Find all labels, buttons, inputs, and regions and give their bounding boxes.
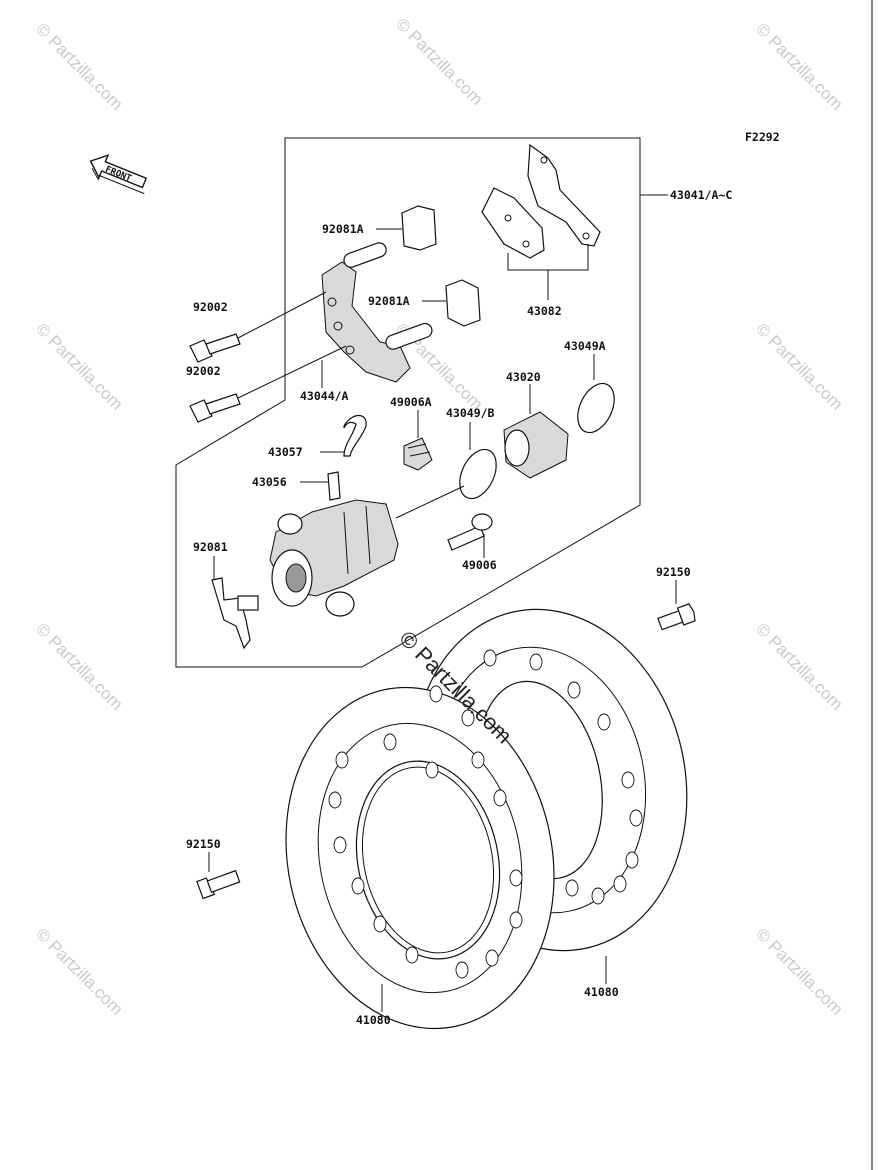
assembly-outline: [175, 137, 641, 668]
part-labels: 43041/A~C 92081A 92081A 43082 92002 9200…: [186, 188, 732, 1027]
label-43020: 43020: [506, 370, 541, 384]
pad-spring-mid: [445, 279, 481, 327]
seal-43049a: [577, 382, 615, 434]
boot-49006a: [403, 437, 433, 471]
label-43049b: 43049/B: [446, 406, 495, 420]
label-92150-left: 92150: [186, 837, 221, 851]
label-49006a: 49006A: [390, 395, 432, 409]
watermark: © Partzilla.com: [32, 19, 126, 113]
label-92150-right: 92150: [656, 565, 691, 579]
bolt-92002-lower: [189, 393, 241, 423]
label-43049a: 43049A: [564, 339, 606, 353]
piston-43020: [503, 411, 569, 479]
disc-holes: [328, 649, 643, 979]
slide-pin: [447, 513, 493, 551]
diagram-code: F2292: [745, 130, 780, 144]
pad-spring-92081: [211, 577, 259, 650]
brake-pads: [481, 143, 601, 259]
label-41080-left: 41080: [356, 1013, 391, 1027]
label-43056: 43056: [252, 475, 287, 489]
caliper-bracket: [321, 242, 433, 383]
seal-43049b: [459, 448, 497, 500]
watermark: © Partzilla.com: [752, 319, 846, 413]
front-arrow-icon: FRONT: [89, 154, 148, 195]
disc-bolt-right: [657, 603, 696, 631]
watermark: © Partzilla.com: [752, 619, 846, 713]
label-92002-b: 92002: [186, 364, 221, 378]
label-92002-a: 92002: [193, 300, 228, 314]
label-43057: 43057: [268, 445, 303, 459]
watermark: © Partzilla.com: [392, 14, 486, 108]
watermark: © Partzilla.com: [752, 19, 846, 113]
bleeder-valve: [327, 471, 341, 501]
watermark: © Partzilla.com: [752, 924, 846, 1018]
watermark: © Partzilla.com: [32, 619, 126, 713]
label-41080-right: 41080: [584, 985, 619, 999]
label-92081a-mid: 92081A: [368, 294, 410, 308]
label-92081a-top: 92081A: [322, 222, 364, 236]
bolt-92002-upper: [189, 333, 241, 363]
watermark: © Partzilla.com: [32, 924, 126, 1018]
label-43082: 43082: [527, 304, 562, 318]
watermark: © Partzilla.com: [32, 319, 126, 413]
bleeder-cap: [343, 414, 367, 457]
label-49006: 49006: [462, 558, 497, 572]
label-43041: 43041/A~C: [670, 188, 732, 202]
caliper-body: [269, 499, 399, 617]
label-43044: 43044/A: [300, 389, 349, 403]
label-92081: 92081: [193, 540, 228, 554]
disc-bolt-left: [196, 869, 241, 900]
brake-disc-front: [285, 686, 555, 1030]
pad-spring-top: [401, 205, 437, 251]
